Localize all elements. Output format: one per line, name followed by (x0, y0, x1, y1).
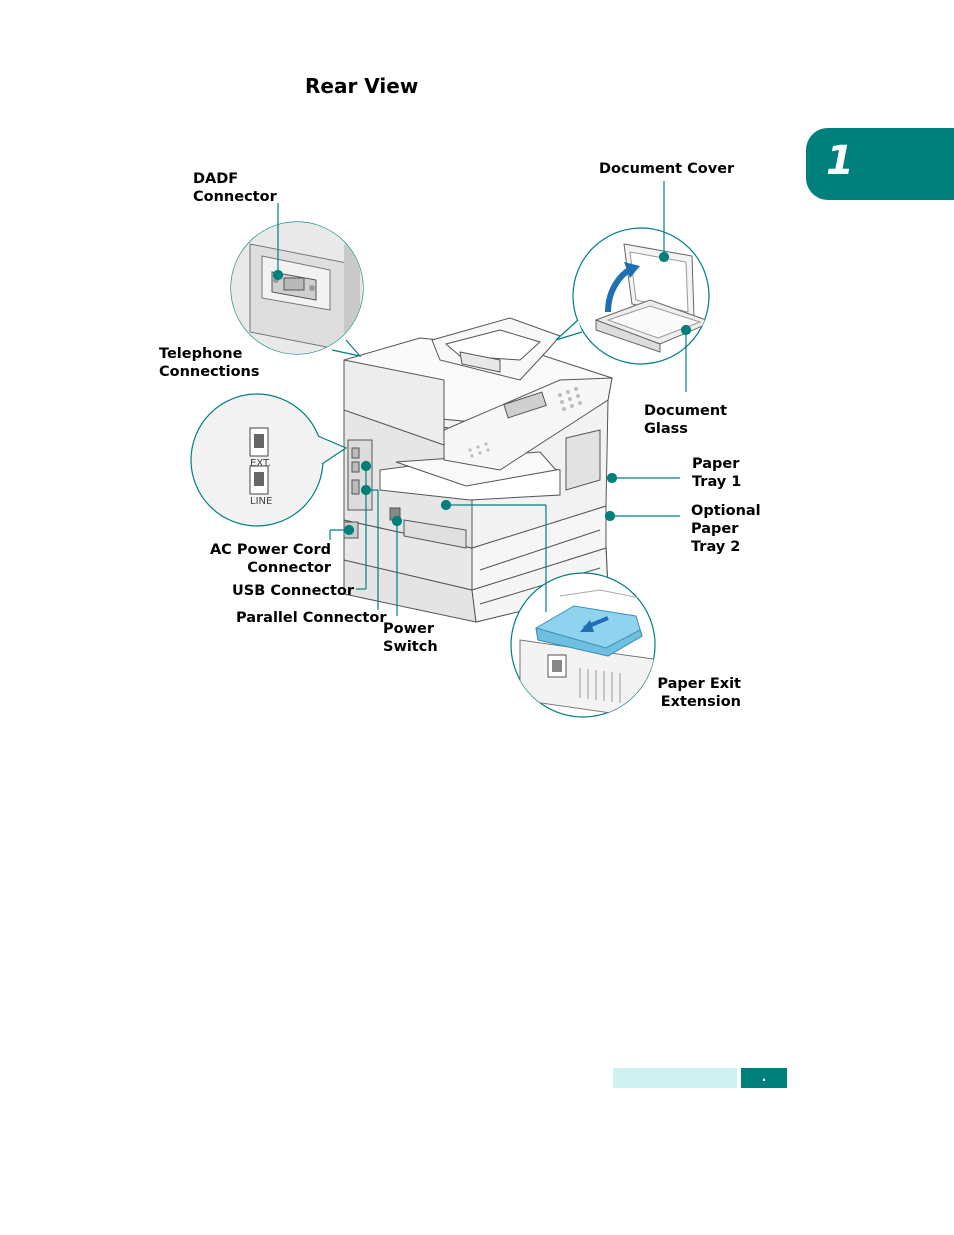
section-title: Rear View (305, 74, 419, 98)
label-line: Telephone (159, 346, 243, 362)
label-line: Power (383, 621, 434, 637)
label-line: Glass (644, 421, 688, 437)
label-line: Connector (247, 560, 331, 576)
label-parallel-connector: Parallel Connector (236, 610, 387, 626)
printer-illustration (343, 317, 613, 623)
label-power-switch: Power Switch (383, 620, 438, 656)
label-document-cover: Document Cover (599, 161, 735, 177)
label-line: Extension (660, 694, 741, 710)
jack-label-line: LINE (250, 496, 272, 507)
label-line: AC Power Cord (209, 542, 331, 558)
label-line: Connector (193, 189, 277, 205)
label-line: Paper (692, 456, 740, 472)
label-line: Document (644, 403, 728, 419)
label-line: Tray 1 (692, 474, 742, 490)
label-line: Paper Exit (657, 676, 741, 692)
label-paper-exit-extension: Paper Exit Extension (640, 675, 741, 711)
chapter-tab: 1 (806, 128, 954, 200)
telephone-connections-detail: EXT. LINE (190, 393, 348, 527)
label-paper-tray-1: Paper Tray 1 (692, 455, 741, 491)
label-line: Optional (691, 503, 761, 519)
label-ac-power-cord-connector: AC Power Cord Connector (200, 541, 331, 577)
paper-exit-extension-detail (510, 572, 656, 718)
dadf-connector-detail (230, 221, 364, 357)
label-optional-paper-tray-2: Optional Paper Tray 2 (691, 502, 761, 556)
label-line: Connections (159, 364, 260, 380)
chapter-number: 1 (826, 138, 854, 184)
label-telephone-connections: Telephone Connections (159, 345, 260, 381)
footer-bar (613, 1068, 737, 1088)
label-document-glass: Document Glass (644, 402, 727, 438)
jack-label-ext: EXT. (250, 458, 271, 469)
label-dadf-connector: DADF Connector (193, 170, 277, 206)
label-line: Switch (383, 639, 438, 655)
callout-lines (272, 181, 692, 616)
label-usb-connector: USB Connector (232, 583, 355, 599)
label-line: DADF (193, 171, 239, 187)
label-line: Tray 2 (691, 539, 741, 555)
document-cover-detail (555, 227, 710, 365)
page-marker: . (741, 1068, 787, 1088)
label-line: Paper (691, 521, 739, 537)
